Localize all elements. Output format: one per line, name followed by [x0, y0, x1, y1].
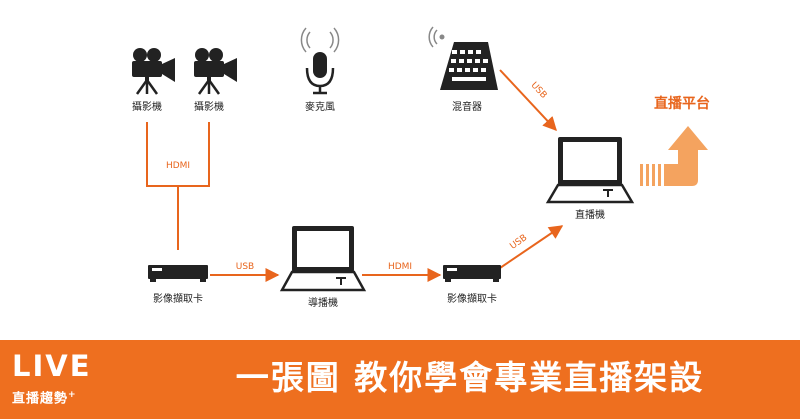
mixer-icon	[428, 26, 498, 90]
mixer-label: 混音器	[452, 100, 482, 113]
hdmi-line-cameras	[146, 122, 210, 187]
microphone-label: 麥克風	[305, 100, 335, 113]
cable-label-usb-left: USB	[236, 262, 254, 272]
streaming-platform-label: 直播平台	[654, 95, 710, 112]
streaming-pc: 直播機	[545, 137, 635, 221]
director-pc-label: 導播機	[308, 296, 338, 309]
camera-2: 攝影機	[194, 48, 237, 113]
cable-label-hdmi-right: HDMI	[388, 262, 412, 272]
camera-1-label: 攝影機	[132, 100, 162, 113]
capture-card-icon	[443, 265, 501, 282]
camera-2-label: 攝影機	[194, 100, 224, 113]
camera-icon	[194, 48, 237, 95]
live-logo: LIVE 直播趨勢+	[12, 350, 112, 408]
usb-line-capture-to-streaming	[499, 225, 564, 269]
capture-card-right-label: 影像擷取卡	[447, 292, 497, 305]
logo-subtitle-row: 直播趨勢+	[12, 386, 112, 408]
camera-icon	[132, 48, 175, 95]
cable-label-usb-mixer: USB	[529, 80, 549, 100]
mixer: 混音器	[428, 26, 498, 113]
banner-title: 一張圖 教你學會專業直播架設	[235, 358, 705, 397]
upload-arrow-icon	[640, 126, 708, 186]
capture-card-left-label: 影像擷取卡	[153, 292, 203, 305]
logo-subtitle: 直播趨勢	[12, 391, 69, 407]
microphone-icon	[300, 27, 340, 95]
laptop-icon	[279, 226, 367, 292]
capture-card-icon	[148, 265, 208, 282]
cable-label-usb-streaming: USB	[508, 233, 529, 252]
logo-mark: +	[68, 390, 77, 400]
connection-lines	[146, 69, 564, 282]
usb-line-mixer-to-streaming	[499, 69, 557, 132]
capture-card-right: 影像擷取卡	[443, 265, 501, 305]
logo-text: LIVE	[12, 349, 92, 383]
camera-1: 攝影機	[132, 48, 175, 113]
microphone: 麥克風	[300, 27, 340, 113]
streaming-setup-diagram: HDMI USB HDMI USB USB 攝影機	[132, 26, 710, 309]
title-banner: LIVE 直播趨勢+ 一張圖 教你學會專業直播架設	[0, 340, 800, 419]
capture-card-left: 影像擷取卡	[148, 265, 208, 305]
director-pc: 導播機	[279, 226, 367, 309]
cable-label-hdmi-cameras: HDMI	[166, 161, 190, 171]
laptop-icon	[545, 137, 635, 204]
streaming-pc-label: 直播機	[575, 208, 605, 221]
streaming-platform: 直播平台	[640, 95, 710, 186]
